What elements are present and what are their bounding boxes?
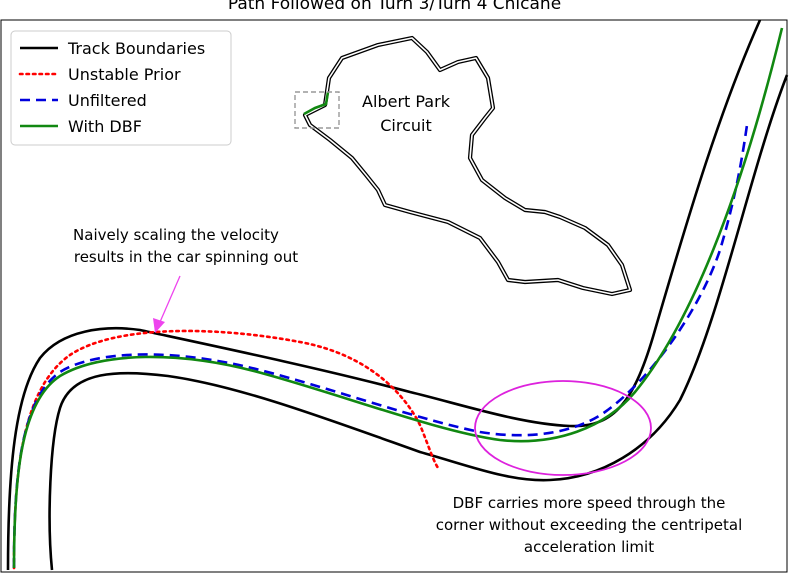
inset-circuit-outline-inner bbox=[304, 37, 631, 295]
legend: Track Boundaries Unstable Prior Unfilter… bbox=[10, 30, 232, 146]
annotation-speed-line2: corner without exceeding the centripetal bbox=[436, 516, 743, 534]
annotation-spin-line1: Naively scaling the velocity bbox=[73, 226, 279, 244]
inset-chicane-highlight bbox=[303, 91, 330, 116]
series-with-dbf bbox=[12, 27, 784, 569]
legend-label-dbf: With DBF bbox=[68, 117, 142, 136]
inset-circuit-map: Albert Park Circuit bbox=[294, 35, 633, 297]
chart-title: Path Followed on Turn 3/Turn 4 Chicane bbox=[227, 0, 562, 14]
annotation-arrow-head bbox=[153, 318, 165, 333]
track-boundary-outer bbox=[6, 19, 762, 571]
annotation-arrow-line bbox=[159, 275, 181, 323]
plot-frame bbox=[0, 19, 788, 573]
annotation-speed-line3: acceleration limit bbox=[524, 538, 654, 556]
legend-box bbox=[10, 30, 232, 146]
inset-circuit-outline bbox=[302, 35, 633, 297]
inset-label-line1: Albert Park bbox=[362, 92, 451, 111]
annotation-spin-line2: results in the car spinning out bbox=[74, 248, 298, 266]
legend-label-unstable: Unstable Prior bbox=[68, 65, 181, 84]
series-unfiltered bbox=[12, 124, 749, 569]
track-boundary-inner bbox=[48, 74, 789, 571]
legend-label-track: Track Boundaries bbox=[67, 39, 205, 58]
legend-label-unfiltered: Unfiltered bbox=[68, 91, 147, 110]
annotation-speed-line1: DBF carries more speed through the bbox=[453, 494, 726, 512]
highlight-ellipse bbox=[474, 380, 652, 476]
inset-label-line2: Circuit bbox=[380, 116, 432, 135]
